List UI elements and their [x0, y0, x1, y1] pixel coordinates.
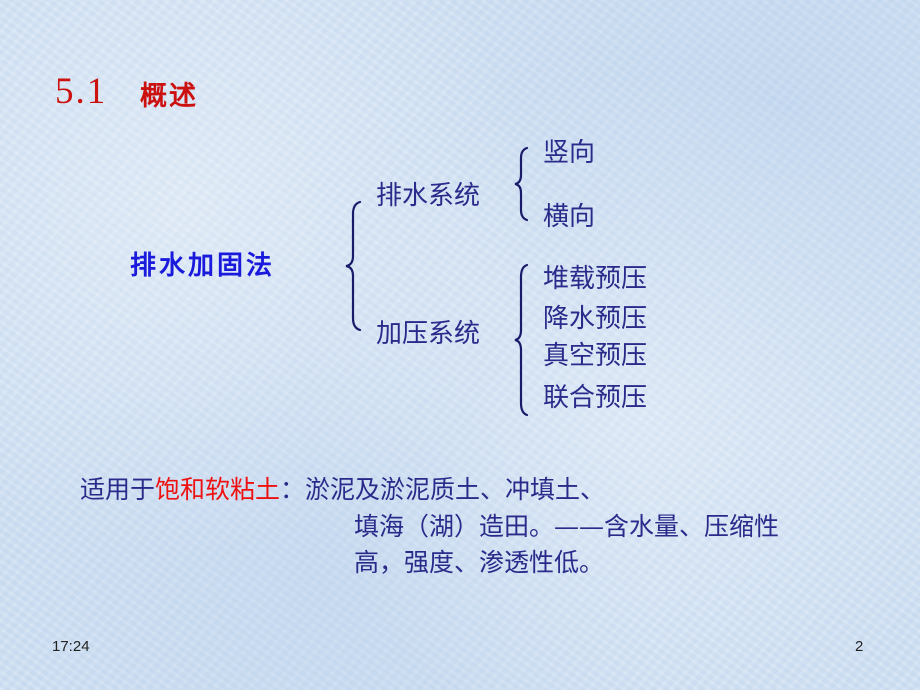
root-brace-icon — [345, 200, 362, 332]
section-number: 5.1 — [55, 71, 108, 112]
applicability-prefix: 适用于 — [80, 475, 156, 504]
loading-brace-icon — [514, 263, 529, 417]
branch-loading-system: 加压系统 — [376, 319, 481, 349]
loading-vacuum-preloading: 真空预压 — [543, 341, 648, 371]
footer-time: 17:24 — [52, 638, 90, 655]
drainage-brace-icon — [514, 146, 529, 222]
applicability-line-1: 适用于饱和软粘土：淤泥及淤泥质土、冲填土、 — [80, 470, 605, 506]
loading-dewatering-preloading: 降水预压 — [543, 304, 648, 334]
branch-drainage-system: 排水系统 — [376, 181, 481, 211]
soil-type-highlight: 饱和软粘土 — [155, 475, 281, 504]
applicability-line-3: 高，强度、渗透性低。 — [354, 548, 605, 577]
applicability-line-2: 填海（湖）造田。——含水量、压缩性 — [354, 512, 780, 541]
loading-combined-preloading: 联合预压 — [543, 383, 648, 413]
drainage-horizontal: 横向 — [543, 202, 596, 232]
section-title: 概述 — [140, 81, 198, 112]
footer-page-number: 2 — [855, 638, 864, 655]
drainage-vertical: 竖向 — [543, 138, 596, 168]
applicability-line-1-rest: ：淤泥及淤泥质土、冲填土、 — [280, 475, 606, 504]
loading-surcharge-preloading: 堆载预压 — [543, 264, 648, 294]
diagram-root: 排水加固法 — [130, 251, 276, 281]
